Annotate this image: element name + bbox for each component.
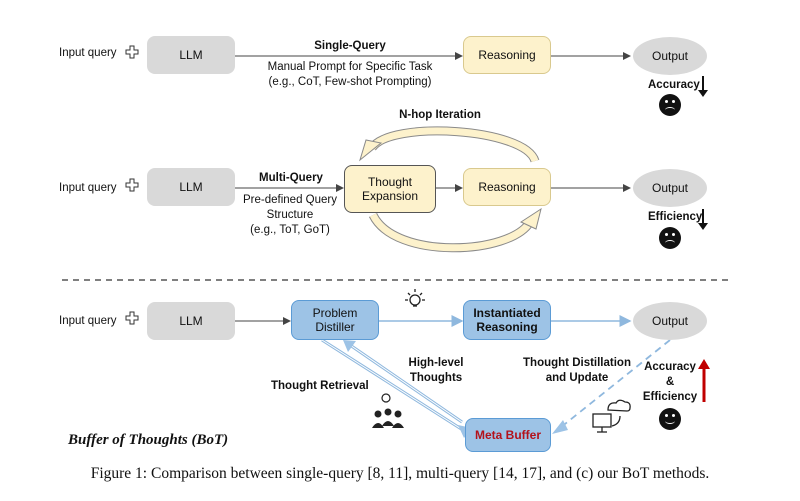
high-level-thoughts-2: Thoughts [409, 372, 463, 384]
lightbulb-icon [405, 289, 425, 307]
input-query-label-3: Input query [59, 315, 117, 327]
curve-bottom-outline [368, 212, 534, 253]
cloud-computer-icon [592, 399, 631, 433]
distill-update-label-2: and Update [545, 372, 609, 384]
instantiated-reasoning-line-1: Instantiated [473, 305, 541, 320]
reasoning-box-1: Reasoning [463, 36, 551, 74]
problem-distiller-line-2: Distiller [315, 320, 355, 334]
multi-query-desc-3: (e.g., ToT, GoT) [250, 224, 330, 236]
single-query-label: Single-Query [314, 40, 386, 52]
single-query-desc-1: Manual Prompt for Specific Task [267, 61, 433, 73]
curve-top [369, 127, 539, 163]
instantiated-reasoning-line-2: Reasoning [476, 320, 538, 334]
llm-box-3: LLM [147, 302, 235, 340]
input-query-label-1: Input query [59, 47, 117, 59]
happy-face-icon [659, 408, 681, 430]
sad-face-icon-2 [659, 227, 681, 249]
efficiency-label: Efficiency [648, 211, 703, 223]
output-ellipse-1: Output [633, 37, 707, 75]
accuracy-efficiency-2: & [665, 376, 675, 388]
distill-update-label-1: Thought Distillation [523, 357, 631, 369]
llm-box-1: LLM [147, 36, 235, 74]
curve-top-head [359, 139, 383, 162]
thought-expansion-box: Thought Expansion [344, 165, 436, 213]
figure-caption: Figure 1: Comparison between single-quer… [90, 465, 710, 482]
plus-outline-icon-2 [125, 178, 139, 192]
people-idea-icon [372, 393, 404, 428]
thought-expansion-line-1: Thought [367, 174, 413, 189]
multi-query-desc-2: Structure [266, 209, 314, 221]
instantiated-reasoning-box: Instantiated Reasoning [463, 300, 551, 340]
thought-expansion-line-2: Expansion [361, 189, 419, 203]
curve-bottom [369, 213, 533, 252]
n-hop-iteration-label: N-hop Iteration [399, 109, 481, 121]
problem-distiller-line-1: Problem [312, 305, 358, 320]
distill-update-head [552, 420, 568, 434]
accuracy-label: Accuracy [648, 79, 700, 91]
meta-buffer-box: Meta Buffer [465, 418, 551, 452]
output-ellipse-2: Output [633, 169, 707, 207]
accuracy-efficiency-1: Accuracy [644, 361, 696, 373]
multi-query-desc-1: Pre-defined Query [243, 194, 337, 206]
problem-distiller-box: Problem Distiller [291, 300, 379, 340]
bot-title: Buffer of Thoughts (BoT) [68, 432, 229, 448]
multi-query-label: Multi-Query [259, 172, 323, 184]
reasoning-box-2: Reasoning [463, 168, 551, 206]
output-ellipse-3: Output [633, 302, 707, 340]
thought-retrieval-label: Thought Retrieval [271, 380, 369, 392]
accuracy-efficiency-3: Efficiency [642, 391, 698, 403]
high-level-line-inner [349, 344, 463, 423]
single-query-desc-2: (e.g., CoT, Few-shot Prompting) [268, 76, 432, 88]
high-level-head [343, 340, 356, 352]
input-query-label-2: Input query [59, 182, 117, 194]
llm-box-2: LLM [147, 168, 235, 206]
curve-bottom-head [519, 207, 542, 230]
plus-outline-icon [125, 45, 139, 59]
sad-face-icon [659, 94, 681, 116]
high-level-thoughts-1: High-level [408, 357, 464, 369]
plus-outline-icon-3 [125, 311, 139, 325]
thought-retrieval-line-inner [321, 339, 467, 433]
